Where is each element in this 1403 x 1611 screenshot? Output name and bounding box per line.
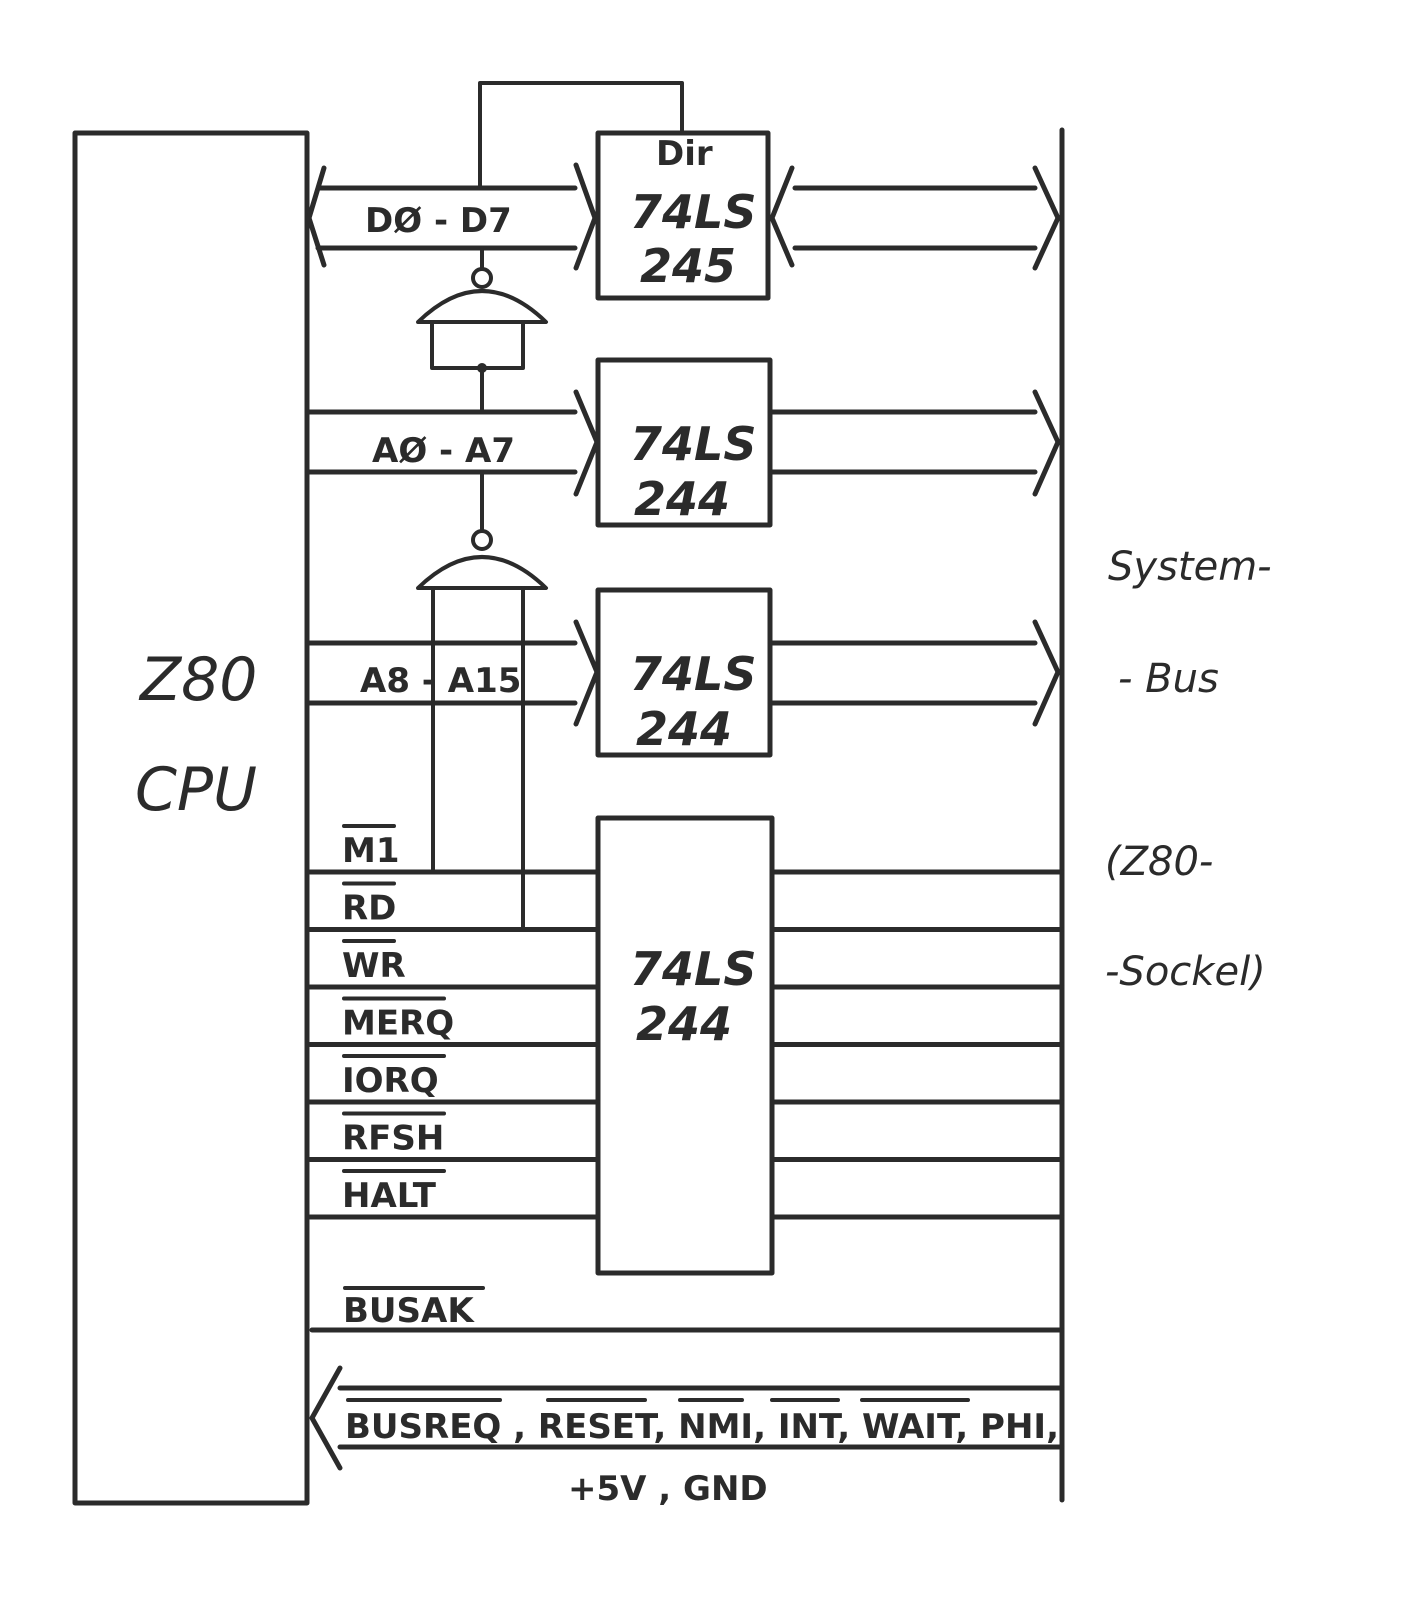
cpu-box (72, 130, 310, 1506)
data-bus-label: DØ - D7 (365, 201, 512, 241)
dir-control-wire (478, 81, 684, 190)
addr-high-bus-label: A8 - A15 (360, 661, 521, 701)
chip-74ls244-addr-low (595, 357, 773, 528)
gate1-body (416, 289, 548, 324)
system-bus-label-4: -Sockel) (1105, 949, 1266, 995)
chip-244c-line2: 244 (636, 997, 732, 1051)
gate1-inversion-bubble (471, 267, 493, 289)
power-signals-label: +5V , GND (568, 1469, 768, 1509)
chip-74ls244-addr-high (595, 587, 773, 758)
chip-244a-line2: 244 (634, 472, 730, 526)
control-label-rd: RD (342, 889, 396, 929)
cpu-label-z80: Z80 (138, 645, 257, 715)
cpu-label-cpu: CPU (135, 755, 257, 825)
chip-245-line1: 74LS (630, 185, 756, 239)
gate2-body (416, 555, 548, 590)
control-label-iorq: IORQ (342, 1061, 439, 1101)
chip-245-line2: 245 (640, 239, 736, 293)
control-label-halt: HALT (342, 1176, 437, 1216)
data-bus-arrow-cpu-side (306, 162, 598, 271)
input-signals-arrow (309, 1365, 1065, 1471)
chip-74ls245 (595, 130, 771, 301)
addr-low-bus-out-arrow (767, 389, 1061, 497)
system-bus-label-2: - Bus (1118, 656, 1219, 702)
chip-244b-line1: 74LS (630, 647, 756, 701)
control-label-wr: WR (342, 946, 406, 986)
system-bus-label-3: (Z80- (1105, 839, 1213, 885)
system-bus-label-1: System- (1108, 544, 1272, 590)
chip-244a-line1: 74LS (630, 417, 756, 471)
gate2-inversion-bubble (471, 529, 493, 551)
chip-245-dir-label: Dir (656, 134, 713, 174)
addr-high-bus-out-arrow (767, 619, 1061, 727)
input-signals-label: BUSREQ , RESET, NMI, INT, WAIT, PHI, (345, 1407, 1059, 1447)
data-bus-arrow-bus-side (769, 165, 1061, 271)
control-label-merq: MERQ (342, 1004, 454, 1044)
busak-label: BUSAK (343, 1291, 475, 1331)
chip-244b-line2: 244 (636, 702, 732, 756)
control-label-rfsh: RFSH (342, 1119, 444, 1159)
gate1-inputs (430, 320, 525, 370)
addr-low-bus-label: AØ - A7 (372, 431, 515, 471)
chip-244c-line1: 74LS (630, 942, 756, 996)
control-label-m1: M1 (342, 831, 400, 871)
